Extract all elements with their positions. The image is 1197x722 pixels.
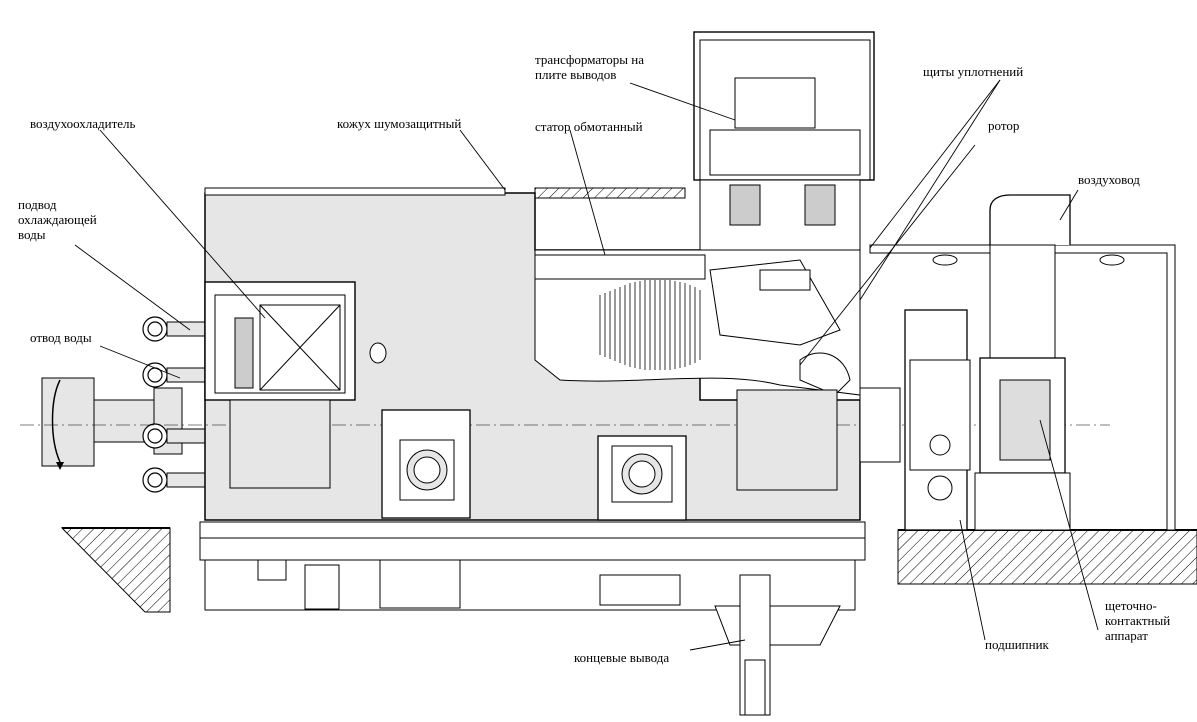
air-cooler [204,281,387,401]
foundation-left [60,527,171,613]
label-water-outlet: отвод воды [30,330,92,345]
shaft-coupling-left [41,377,183,470]
label-water-supply-line3: воды [18,227,46,242]
label-terminals: концевые вывода [574,650,670,665]
label-transformers: трансформаторы на плите выводов [535,52,695,82]
label-air-duct: воздуховод [1078,172,1140,187]
label-bearing: подшипник [985,637,1049,652]
label-transformers-line1: трансформаторы на [535,52,645,67]
label-stator: статор обмотанный [535,119,643,134]
air-duct [869,194,1176,531]
label-rotor: ротор [988,118,1020,133]
label-seal-shields: щиты уплотнений [923,64,1024,79]
foundation-right [897,529,1197,585]
label-brush-line1: щеточно- [1105,598,1157,613]
label-brush-line3: аппарат [1105,628,1148,643]
label-air-cooler: воздухоохладитель [30,116,136,131]
label-transformers-line2: плите выводов [535,67,617,82]
terminal-box [714,574,841,716]
label-noise-casing: кожух шумозащитный [337,116,462,131]
leader-lines [74,79,1099,651]
bearing-pedestal [859,309,971,531]
transformer-housing [693,31,875,251]
label-brush-apparatus: щеточно- контактный аппарат [1105,598,1195,643]
label-water-supply-line1: подвод [18,197,57,212]
generator-housing [20,187,1110,521]
inspection-covers [229,389,838,521]
base-frame [199,521,866,611]
label-water-supply: подвод охлаждающей воды [18,197,118,242]
brush-apparatus [974,357,1071,531]
label-brush-line2: контактный [1105,613,1171,628]
label-water-supply-line2: охлаждающей [18,212,97,227]
